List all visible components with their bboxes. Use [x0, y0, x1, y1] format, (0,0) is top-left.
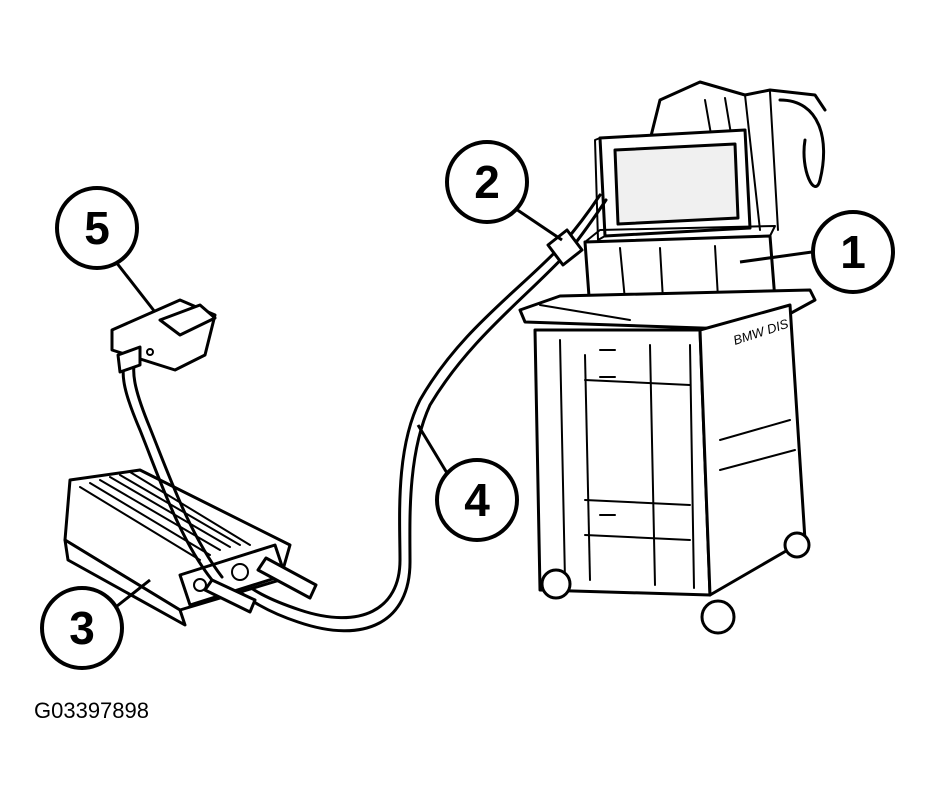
- callout-1: 1: [739, 210, 895, 294]
- callout-5: 5: [55, 186, 157, 313]
- obd-cable: [121, 358, 224, 582]
- callout-4-number: 4: [464, 474, 490, 526]
- callout-2: 2: [445, 140, 563, 242]
- diagnostic-cart: BMW DIS: [518, 80, 827, 635]
- callout-3: 3: [40, 578, 151, 670]
- callout-3-number: 3: [69, 602, 95, 654]
- figure-id: G03397898: [34, 698, 149, 723]
- callout-1-number: 1: [840, 226, 866, 278]
- callout-4: 4: [416, 424, 519, 542]
- callout-5-number: 5: [84, 202, 110, 254]
- connection-cable: [230, 193, 608, 633]
- interface-module: [63, 468, 318, 627]
- obd-connector: [110, 298, 217, 374]
- callout-2-number: 2: [474, 156, 500, 208]
